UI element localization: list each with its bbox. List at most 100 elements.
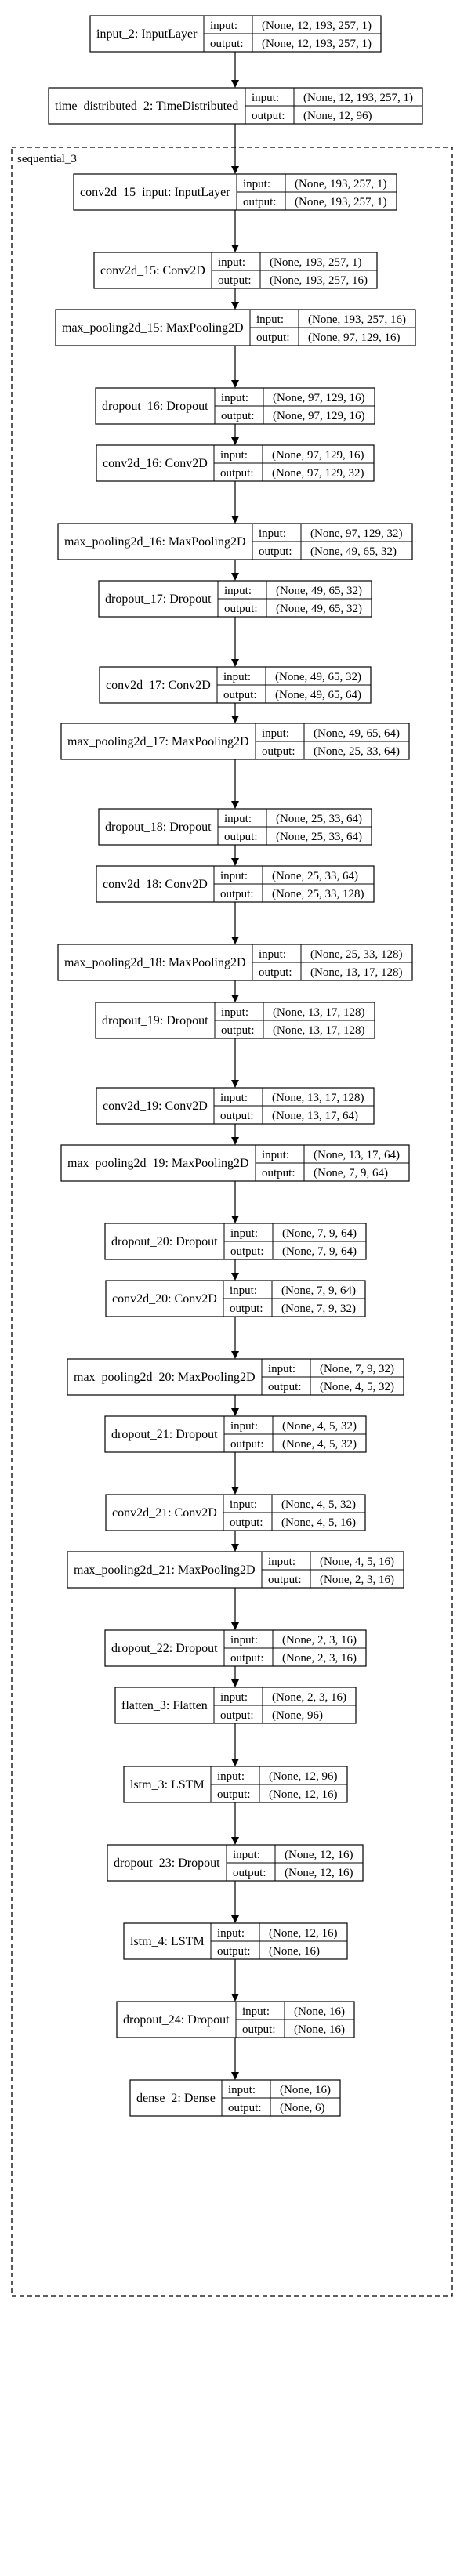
output-shape: (None, 49, 65, 32) (310, 545, 397, 558)
layer-name: dropout_18: Dropout (105, 821, 212, 834)
input-port-label: input: (230, 1284, 257, 1297)
output-port-label: output: (230, 1652, 264, 1665)
edge-arrow (231, 1124, 239, 1145)
output-port-label: output: (230, 1516, 263, 1529)
layer-name: max_pooling2d_19: MaxPooling2D (67, 1157, 249, 1170)
edge-arrow (231, 481, 239, 524)
edge-arrow (231, 845, 239, 866)
layer-node-box (67, 1358, 404, 1396)
input-shape: (None, 12, 193, 257, 1) (303, 92, 413, 104)
edge-arrow (231, 1317, 239, 1359)
input-port-label: input: (268, 1363, 295, 1375)
layer-name: dropout_22: Dropout (111, 1642, 218, 1655)
edge-arrow (231, 1588, 239, 1630)
output-shape: (None, 12, 16) (285, 1867, 353, 1879)
layer-name: conv2d_17: Conv2D (106, 679, 211, 692)
input-port-label: input: (268, 1556, 295, 1568)
output-shape: (None, 4, 5, 32) (282, 1438, 357, 1451)
output-port-label: output: (217, 1945, 251, 1958)
layer-name: conv2d_15: Conv2D (100, 264, 205, 277)
layer-name: conv2d_16: Conv2D (103, 457, 208, 470)
edge-arrow (231, 210, 239, 252)
output-shape: (None, 2, 3, 16) (320, 1574, 394, 1586)
input-port-label: input: (262, 1149, 289, 1161)
output-port-label: output: (242, 2023, 276, 2036)
output-shape: (None, 25, 33, 64) (276, 831, 362, 843)
input-shape: (None, 2, 3, 16) (282, 1634, 357, 1647)
edge-arrow (231, 288, 239, 310)
output-port-label: output: (220, 888, 254, 900)
output-port-label: output: (220, 467, 254, 480)
input-shape: (None, 16) (280, 2084, 331, 2096)
input-shape: (None, 7, 9, 64) (282, 1227, 357, 1240)
input-shape: (None, 12, 193, 257, 1) (262, 20, 372, 32)
input-shape: (None, 97, 129, 32) (310, 527, 402, 540)
output-port-label: output: (217, 1788, 251, 1801)
input-port-label: input: (252, 92, 279, 104)
output-shape: (None, 97, 129, 16) (308, 332, 400, 344)
output-port-label: output: (220, 1709, 254, 1722)
input-shape: (None, 193, 257, 16) (308, 313, 406, 326)
edge-arrow (231, 703, 239, 723)
output-shape: (None, 49, 65, 32) (276, 603, 362, 615)
edge-arrow (231, 1452, 239, 1495)
edge-arrow (231, 759, 239, 809)
group-layer: sequential_3 (11, 147, 453, 2297)
output-port-label: output: (259, 966, 292, 979)
layer-node-max-pooling2d-21: max_pooling2d_21: MaxPooling2Dinput:outp… (67, 1551, 404, 1589)
output-shape: (None, 97, 129, 16) (273, 410, 364, 422)
input-port-label: input: (243, 178, 270, 190)
layer-name: lstm_3: LSTM (130, 1778, 205, 1792)
layer-name: dropout_16: Dropout (102, 400, 208, 413)
output-port-label: output: (224, 603, 258, 615)
edge-arrow (231, 1666, 239, 1687)
output-port-label: output: (220, 1110, 254, 1122)
input-port-label: input: (259, 948, 286, 961)
input-port-label: input: (221, 392, 248, 404)
layer-name: conv2d_21: Conv2D (112, 1506, 217, 1520)
input-port-label: input: (220, 870, 248, 882)
edge-arrow (231, 1395, 239, 1416)
layer-name: max_pooling2d_16: MaxPooling2D (64, 535, 246, 549)
layer-node-max-pooling2d-20: max_pooling2d_20: MaxPooling2D input: outp… (67, 1358, 404, 1396)
output-port-label: output: (262, 745, 295, 758)
sequential-3-group-label: sequential_3 (17, 153, 77, 165)
input-port-label: input: (210, 20, 237, 32)
input-port-label: input: (259, 527, 286, 540)
edge-arrow (231, 424, 239, 445)
input-shape: (None, 13, 17, 128) (273, 1006, 364, 1019)
output-shape: (None, 4, 5, 32) (320, 1381, 394, 1393)
layer-name: flatten_3: Flatten (121, 1699, 208, 1712)
output-port-label: output: (268, 1381, 302, 1393)
layer-name: conv2d_15_input: InputLayer (80, 186, 230, 199)
sequential-3-group-border (11, 147, 453, 2297)
input-port-label: input: (262, 727, 289, 740)
input-port-label: input: (221, 1006, 248, 1019)
layer-name: max_pooling2d_20: MaxPooling2D (74, 1371, 256, 1384)
edges-layer (231, 52, 239, 2080)
output-shape: (None, 193, 257, 16) (270, 274, 368, 287)
input-port-label: input: (242, 2005, 270, 2018)
output-shape: (None, 13, 17, 128) (273, 1024, 364, 1037)
input-port-label: input: (217, 1927, 245, 1940)
input-shape: (None, 25, 33, 64) (272, 870, 358, 882)
output-shape: (None, 25, 33, 128) (272, 888, 364, 900)
edge-arrow (231, 1802, 239, 1845)
output-shape: (None, 16) (294, 2023, 345, 2036)
input-port-label: input: (220, 1092, 248, 1104)
edge-arrow (231, 560, 239, 581)
edge-arrow (231, 52, 239, 88)
layer-name: conv2d_19: Conv2D (103, 1100, 208, 1113)
input-shape: (None, 4, 5, 16) (320, 1556, 394, 1568)
output-shape: (None, 13, 17, 128) (310, 966, 402, 979)
layer-name: dense_2: Dense (136, 2092, 216, 2105)
